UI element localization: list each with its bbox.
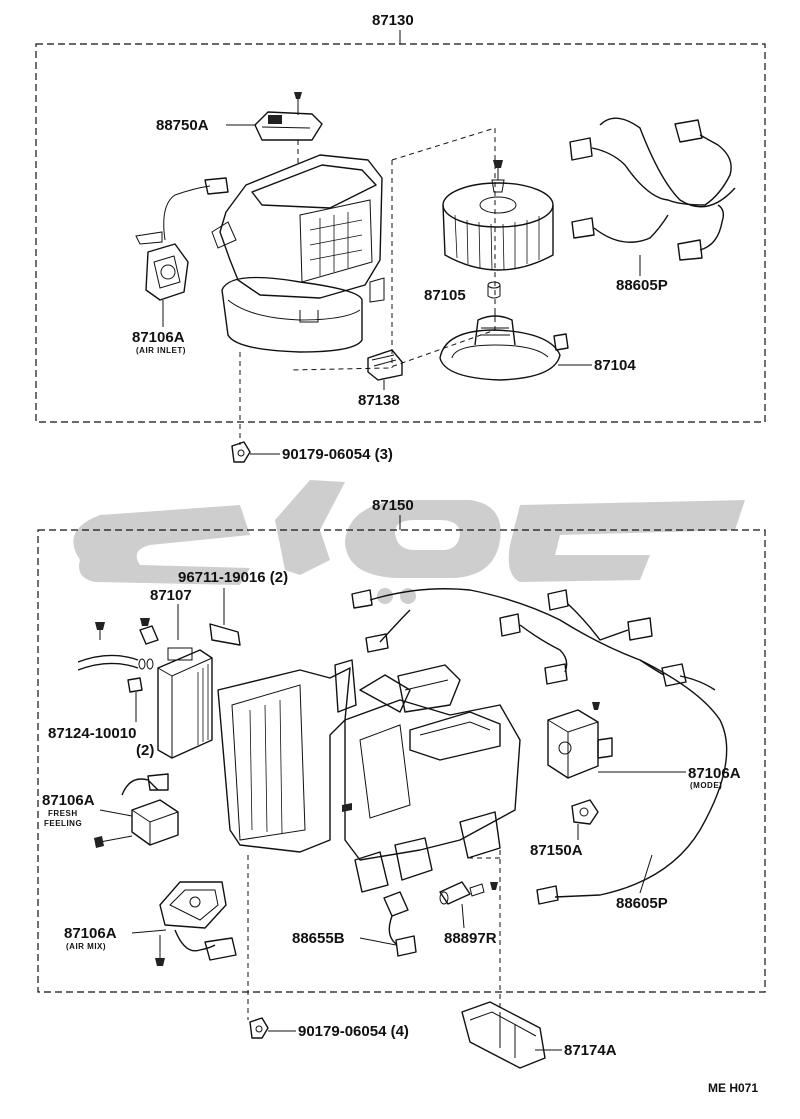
servo-motor-air-mix — [155, 881, 237, 966]
label-87106A-fresh: 87106A — [42, 792, 95, 809]
assembly-box-87130 — [35, 43, 766, 423]
assembly-box-87150 — [37, 529, 766, 993]
label-90179-lower: 90179-06054 (4) — [298, 1023, 409, 1040]
sensor-88655B — [383, 891, 417, 957]
label-87124: 87124-10010 — [48, 725, 136, 742]
label-90179-upper: 90179-06054 (3) — [282, 446, 393, 463]
label-87105: 87105 — [424, 287, 466, 304]
note-air-inlet: (AIR INLET) — [136, 346, 186, 355]
label-87106A-air-inlet: 87106A — [132, 329, 185, 346]
label-87107: 87107 — [150, 587, 192, 604]
heater-unit-housing — [217, 659, 521, 893]
label-87124-qty: (2) — [136, 742, 154, 759]
drawing-code: ME H071 — [708, 1081, 758, 1095]
label-88655B: 88655B — [292, 930, 345, 947]
servo-motor-mode — [547, 702, 613, 779]
label-87174A: 87174A — [564, 1042, 617, 1059]
lower-group: 87150 96711-19016 (2) 87107 — [37, 497, 766, 1069]
note-air-mix: (AIR MIX) — [66, 942, 106, 951]
servo-motor-air-inlet — [135, 177, 229, 301]
assembly-label-87130: 87130 — [372, 12, 414, 29]
upper-group: 87130 88750A — [35, 12, 766, 463]
clip-90179-upper — [231, 441, 251, 463]
note-feeling: FEELING — [44, 819, 82, 828]
note-mode: (MODE) — [690, 781, 722, 790]
blower-fan-87105 — [442, 160, 554, 271]
heater-core-87107 — [157, 647, 213, 759]
label-88605P-upper: 88605P — [616, 277, 668, 294]
blower-case — [211, 154, 385, 353]
label-88605P-lower: 88605P — [616, 895, 668, 912]
servo-motor-fresh-feeling — [94, 773, 179, 848]
sensor-88897R — [439, 881, 498, 905]
assembly-label-87150: 87150 — [372, 497, 414, 514]
label-87138: 87138 — [358, 392, 400, 409]
resistor-87138 — [367, 349, 403, 381]
watermark-logo — [73, 480, 745, 604]
cover-plate-88750A — [254, 92, 323, 165]
label-87104: 87104 — [594, 357, 636, 374]
label-96711: 96711-19016 (2) — [178, 569, 288, 586]
label-87106A-mode: 87106A — [688, 765, 741, 782]
blower-motor-87104 — [439, 308, 569, 381]
wire-harness-88605P-upper — [569, 117, 736, 261]
label-88750A: 88750A — [156, 117, 209, 134]
label-88897R: 88897R — [444, 930, 497, 947]
note-fresh: FRESH — [48, 809, 78, 818]
label-87150A: 87150A — [530, 842, 583, 859]
label-87106A-air-mix: 87106A — [64, 925, 117, 942]
duct-87174A — [461, 1001, 546, 1069]
aspirator-87150A — [571, 799, 599, 825]
hose-clamps-87124 — [77, 618, 159, 693]
wire-harness-88605P-lower — [351, 588, 728, 905]
clip-90179-lower — [249, 1017, 269, 1039]
